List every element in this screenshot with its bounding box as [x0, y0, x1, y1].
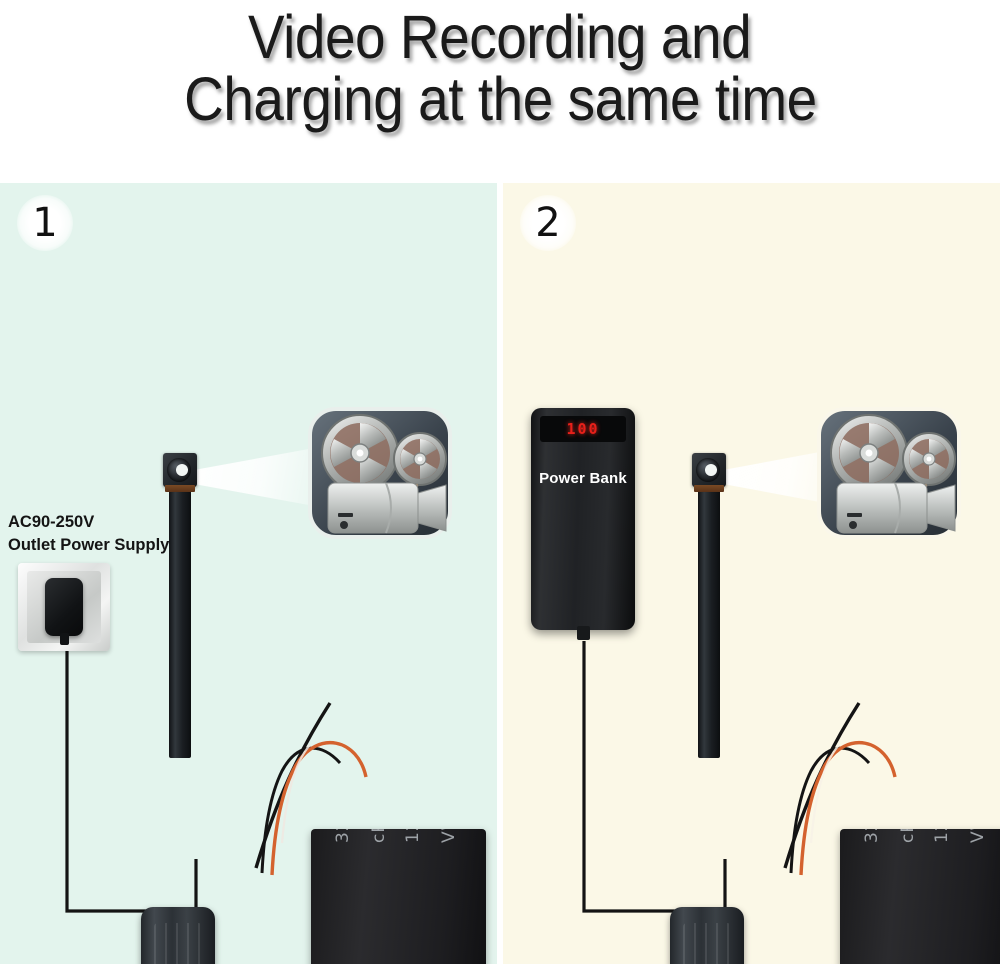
badge-step-2: 2 — [520, 195, 576, 251]
camera-control-module-1 — [141, 907, 215, 964]
power-bank-display: 100 — [540, 416, 626, 442]
page-title: Video Recording and Charging at the same… — [0, 0, 1000, 183]
flex-ribbon-mid-1 — [169, 738, 191, 758]
camera-lens-icon — [167, 458, 191, 482]
plug-cable-neck-1 — [60, 633, 69, 645]
title-line-2: Charging at the same time — [183, 65, 817, 133]
power-bank-output-port — [577, 626, 590, 640]
title-line-1: Video Recording and — [248, 3, 752, 71]
camera-lens-icon-2 — [696, 458, 720, 482]
power-bank-label: Power Bank — [539, 470, 627, 487]
power-bank: 100 Power Bank — [531, 408, 635, 640]
power-bank-charge-value: 100 — [566, 420, 600, 438]
outlet-supply-text: Outlet Power Supply — [8, 536, 170, 554]
module-ribs-2 — [683, 923, 731, 964]
film-projector-icon — [308, 407, 452, 539]
power-cable-route-1 — [65, 647, 198, 913]
outlet-label-1: AC90-250V Outlet Power Supply — [8, 511, 169, 557]
panels-container: 1 — [0, 183, 1000, 964]
film-projector-icon-2 — [817, 407, 961, 539]
panel-scenario-2: 2 — [503, 183, 1000, 964]
battery-wires-1 — [254, 702, 368, 876]
ac-adapter-plug-1 — [45, 578, 83, 636]
battery-pack-1: VW-1 125°C cRUus 321827 — [311, 829, 486, 964]
flex-ribbon-mid-2 — [698, 738, 720, 758]
outlet-voltage-text: AC90-250V — [8, 513, 95, 531]
power-cable-route-2 — [582, 641, 727, 913]
wall-outlet-1 — [18, 563, 110, 651]
battery-wires-2 — [783, 702, 897, 876]
camera-head-1 — [163, 453, 197, 492]
camera-control-module-2 — [670, 907, 744, 964]
light-beam-1 — [194, 448, 314, 506]
camera-ribbon-connector — [165, 485, 195, 492]
camera-ribbon-connector-2 — [694, 485, 724, 492]
panel-divider — [497, 183, 503, 964]
flex-ribbon-upper-1 — [169, 483, 191, 743]
battery-pack-2: VW-1 125°C cRUus 321827 — [840, 829, 1000, 964]
module-ribs-1 — [154, 923, 202, 964]
badge-step-1: 1 — [17, 195, 73, 251]
camera-head-2 — [692, 453, 726, 492]
flex-ribbon-upper-2 — [698, 483, 720, 743]
panel-scenario-1: 1 — [0, 183, 497, 964]
